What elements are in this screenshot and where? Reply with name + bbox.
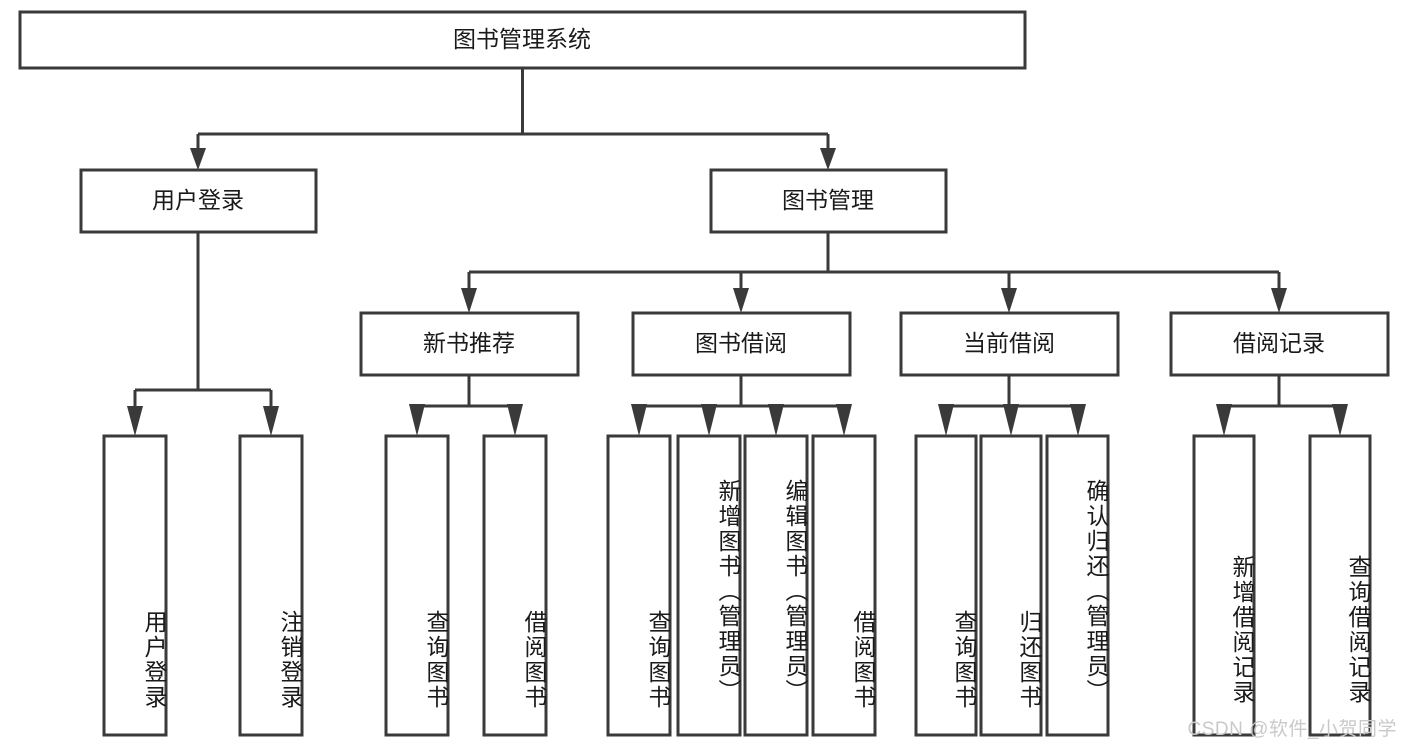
arrow-leaf-query-book-rec (409, 404, 425, 436)
node-root[interactable]: 图书管理系统 (18, 10, 1027, 70)
arrow-leaf-query-record (1332, 404, 1348, 436)
arrow-to-borrow-record (1271, 288, 1287, 313)
leaf-boxes-layer (102, 434, 1372, 737)
connectors-layer (127, 68, 1348, 436)
leaf-query-book-cur-box[interactable] (914, 434, 978, 737)
arrow-leaf-add-book (701, 404, 717, 436)
node-book-manage[interactable]: 图书管理 (709, 168, 948, 234)
arrow-leaf-user-logout (263, 406, 279, 436)
node-book-borrow-label: 图书借阅 (695, 330, 787, 356)
arrow-leaf-return-book (1003, 404, 1019, 436)
node-current-borrow-box[interactable] (899, 311, 1120, 377)
leaf-return-book-box[interactable] (979, 434, 1043, 737)
arrow-leaf-add-record (1216, 404, 1232, 436)
node-new-book-rec-box[interactable] (359, 311, 580, 377)
node-current-borrow[interactable]: 当前借阅 (899, 311, 1120, 377)
arrow-leaf-user-login (127, 406, 143, 436)
leaf-add-record-box[interactable] (1192, 434, 1256, 737)
node-book-borrow[interactable]: 图书借阅 (631, 311, 852, 377)
leaf-query-record-box[interactable] (1308, 434, 1372, 737)
csdn-watermark: CSDN @软件_小贺同学 (1187, 719, 1397, 740)
leaf-query-book-rec-box[interactable] (384, 434, 450, 737)
arrow-leaf-borrow-book (836, 404, 852, 436)
node-current-borrow-label: 当前借阅 (963, 330, 1055, 356)
leaf-borrow-book-box[interactable] (811, 434, 877, 737)
leaf-user-logout-box[interactable] (238, 434, 304, 737)
node-book-manage-box[interactable] (709, 168, 948, 234)
node-root-label: 图书管理系统 (453, 26, 591, 52)
arrow-to-book-manage (820, 148, 836, 170)
node-new-book-rec-label: 新书推荐 (423, 330, 515, 356)
leaf-confirm-return-box[interactable] (1045, 434, 1110, 737)
node-user-login-box[interactable] (79, 168, 318, 234)
arrow-leaf-borrow-book-rec (507, 404, 523, 436)
node-user-login[interactable]: 用户登录 (79, 168, 318, 234)
arrow-leaf-edit-book (768, 404, 784, 436)
leaf-add-book-box[interactable] (676, 434, 742, 737)
arrow-leaf-query-book-cur (938, 404, 954, 436)
node-user-login-label: 用户登录 (152, 187, 244, 213)
arrow-leaf-query-book (631, 404, 647, 436)
arrow-to-current-borrow (1001, 288, 1017, 313)
arrow-to-book-borrow (733, 288, 749, 313)
node-borrow-record[interactable]: 借阅记录 (1169, 311, 1390, 377)
leaf-user-login-box[interactable] (102, 434, 168, 737)
node-book-borrow-box[interactable] (631, 311, 852, 377)
node-borrow-record-label: 借阅记录 (1233, 330, 1325, 356)
leaf-borrow-book-rec-box[interactable] (482, 434, 548, 737)
arrow-leaf-confirm-return (1070, 404, 1086, 436)
node-root-box[interactable] (18, 10, 1027, 70)
node-book-manage-label: 图书管理 (782, 187, 874, 213)
leaf-query-book-box[interactable] (606, 434, 672, 737)
arrow-to-user-login (190, 148, 206, 170)
leaf-edit-book-box[interactable] (743, 434, 809, 737)
node-new-book-rec[interactable]: 新书推荐 (359, 311, 580, 377)
node-borrow-record-box[interactable] (1169, 311, 1390, 377)
arrow-to-new-book-rec (461, 288, 477, 313)
